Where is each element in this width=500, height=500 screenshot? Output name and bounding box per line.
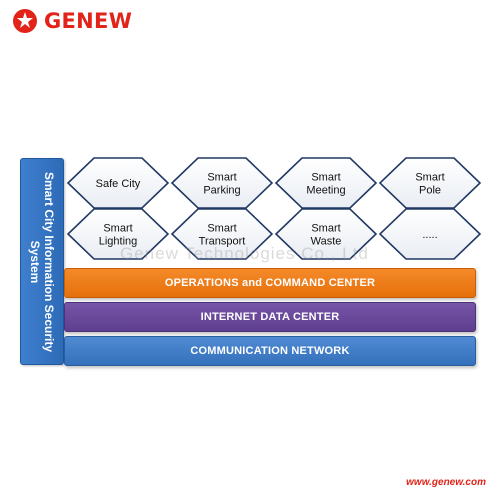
app-tile-label: Meeting (306, 185, 345, 197)
app-tile-shape (170, 208, 274, 260)
app-tile-label: Parking (203, 185, 240, 197)
app-tile-label: Lighting (99, 236, 138, 248)
app-tile-label: Smart (311, 223, 340, 235)
data-center-label: INTERNET DATA CENTER (200, 311, 340, 323)
app-tile-label: ..... (422, 229, 437, 241)
app-tile-label: Transport (199, 236, 246, 248)
app-tile-label: Smart (207, 172, 236, 184)
communication-network-layer: COMMUNICATION NETWORK (64, 336, 476, 366)
internet-data-center-layer: INTERNET DATA CENTER (64, 302, 476, 332)
app-tile-label: Smart (103, 223, 132, 235)
app-tile-label: Smart (415, 172, 444, 184)
app-tile-shape (274, 208, 378, 260)
app-tile-shape (378, 157, 482, 209)
genew-star-logo-icon (13, 9, 37, 33)
network-label: COMMUNICATION NETWORK (190, 345, 350, 357)
app-tile-shape (66, 208, 170, 260)
app-tile-label: Pole (419, 185, 441, 197)
app-tile: Safe City (66, 157, 170, 209)
app-tile-label: Smart (311, 172, 340, 184)
operations-command-center-layer: OPERATIONS and COMMAND CENTER (64, 268, 476, 298)
app-tile-shape (378, 208, 482, 260)
website-link[interactable]: www.genew.com (406, 477, 486, 488)
operations-label: OPERATIONS and COMMAND CENTER (164, 277, 376, 289)
app-tile-label: Safe City (96, 178, 141, 190)
app-tile-shape (170, 157, 274, 209)
app-tile-label: Waste (311, 236, 342, 248)
app-tile-shape (274, 157, 378, 209)
brand-name: GENEW (44, 9, 133, 33)
app-tile: ..... (378, 208, 482, 260)
brand-logo: GENEW (12, 8, 132, 34)
security-system-sidebar: Smart City Information Security System (20, 158, 64, 365)
app-tile-shape (66, 157, 170, 209)
app-tile-label: Smart (207, 223, 236, 235)
